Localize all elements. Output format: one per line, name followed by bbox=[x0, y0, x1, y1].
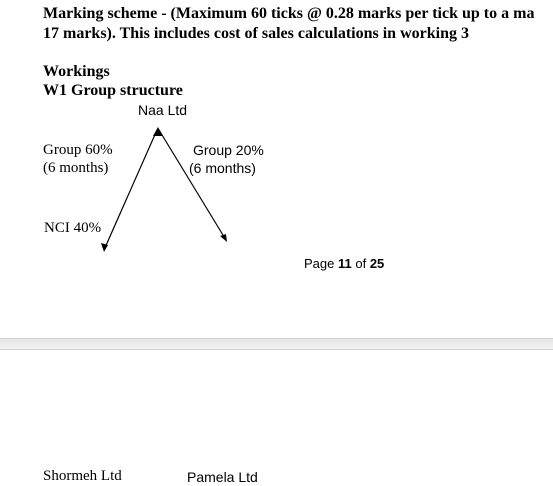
right-period-label: (6 months) bbox=[189, 160, 256, 176]
page-number-of: of bbox=[351, 256, 370, 271]
document-page: Marking scheme - (Maximum 60 ticks @ 0.2… bbox=[43, 5, 535, 272]
marking-scheme-line-1: Marking scheme - (Maximum 60 ticks @ 0.2… bbox=[43, 5, 535, 22]
page-number-prefix: Page bbox=[304, 256, 338, 271]
group-structure-arrows bbox=[101, 127, 227, 252]
right-arrowhead-icon bbox=[220, 234, 227, 242]
page-number: Page 11 of 25 bbox=[304, 256, 384, 272]
group-structure-heading: W1 Group structure bbox=[43, 82, 183, 99]
nci-label: NCI 40% bbox=[44, 220, 102, 236]
left-arrowhead-icon bbox=[101, 243, 108, 252]
page-number-current: 11 bbox=[337, 256, 352, 271]
pamela-company-label: Pamela Ltd bbox=[187, 469, 258, 485]
next-document-page: Shormeh Ltd Pamela Ltd bbox=[0, 350, 553, 486]
workings-heading: Workings bbox=[43, 63, 110, 80]
page-number-total: 25 bbox=[369, 256, 385, 271]
parent-company-label: Naa Ltd bbox=[138, 102, 188, 118]
marking-scheme-line-2: 17 marks). This includes cost of sales c… bbox=[43, 25, 469, 42]
apex-arrowhead-icon bbox=[153, 127, 163, 136]
shormeh-company-label: Shormeh Ltd bbox=[43, 468, 122, 484]
left-group-share-label: Group 60% bbox=[43, 142, 113, 158]
right-group-share-label: Group 20% bbox=[193, 142, 264, 158]
page-separator bbox=[0, 338, 553, 350]
right-subsidiary-arrow-line bbox=[158, 129, 227, 241]
left-period-label: (6 months) bbox=[43, 160, 109, 176]
left-subsidiary-arrow-line bbox=[103, 129, 158, 251]
